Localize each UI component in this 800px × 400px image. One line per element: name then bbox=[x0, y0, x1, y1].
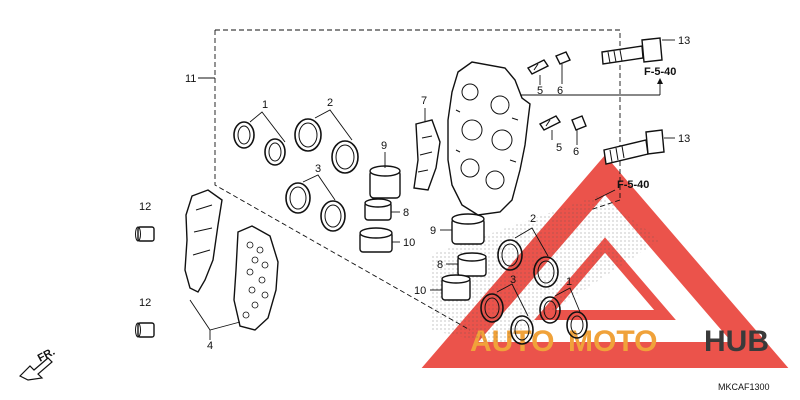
callout-10-upper: 10 bbox=[403, 237, 415, 249]
pad-pin-lower bbox=[135, 322, 155, 338]
callout-10-lower: 10 bbox=[414, 285, 426, 297]
front-label: FR. bbox=[36, 346, 57, 365]
piston-upper bbox=[369, 165, 401, 199]
callout-11: 11 bbox=[185, 73, 196, 85]
callout-3-right: 3 bbox=[510, 274, 516, 286]
piston-ring-8-upper bbox=[364, 198, 392, 221]
callout-13-lower: 13 bbox=[678, 133, 690, 145]
diagram-code: MKCAF1300 bbox=[718, 382, 770, 392]
watermark-text-moto: MOTO bbox=[568, 325, 657, 358]
callout-12-upper: 12 bbox=[139, 201, 151, 213]
callout-9-lower: 9 bbox=[430, 225, 436, 237]
pad-spring bbox=[413, 119, 441, 191]
reference-f-5-40-top: F-5-40 bbox=[644, 66, 676, 78]
callout-9-upper: 9 bbox=[381, 140, 387, 152]
piston-ring-8-lower bbox=[457, 252, 487, 277]
brake-pad-left bbox=[184, 189, 223, 293]
callout-7: 7 bbox=[421, 95, 427, 107]
shaded-area bbox=[430, 195, 660, 345]
bleeder-cap-lower bbox=[571, 115, 587, 131]
callout-4: 4 bbox=[207, 340, 213, 352]
assembly-boundary bbox=[198, 29, 621, 331]
callout-8-upper: 8 bbox=[403, 207, 409, 219]
callout-12-lower: 12 bbox=[139, 297, 151, 309]
callout-1-right: 1 bbox=[566, 276, 572, 288]
callout-5-lower: 5 bbox=[556, 142, 562, 154]
mounting-bolt-lower bbox=[603, 129, 665, 165]
reference-f-5-40-mid: F-5-40 bbox=[617, 179, 649, 191]
callout-5-upper: 5 bbox=[537, 85, 543, 97]
piston-ring-10-lower bbox=[441, 274, 471, 301]
bleeder-valve-lower bbox=[538, 115, 562, 131]
bleeder-cap-upper bbox=[555, 51, 571, 65]
bleeder-valve-upper bbox=[526, 59, 550, 75]
seal-ring-group-left bbox=[233, 118, 359, 232]
caliper-body bbox=[447, 61, 531, 216]
callout-2-right: 2 bbox=[530, 213, 536, 225]
callout-3-left: 3 bbox=[315, 163, 321, 175]
front-arrow-icon bbox=[18, 357, 53, 381]
watermark-text-hub: HUB bbox=[704, 325, 769, 358]
callout-1-top: 1 bbox=[262, 99, 268, 111]
brake-pad-right bbox=[233, 225, 279, 331]
piston-ring-10-upper bbox=[359, 227, 393, 253]
callout-8-lower: 8 bbox=[437, 259, 443, 271]
piston-lower bbox=[451, 213, 485, 245]
mounting-bolt-upper bbox=[601, 37, 663, 65]
callout-2-top: 2 bbox=[327, 97, 333, 109]
callout-6-lower: 6 bbox=[573, 146, 579, 158]
callout-13-upper: 13 bbox=[678, 35, 690, 47]
callout-6-upper: 6 bbox=[557, 85, 563, 97]
pad-pin-upper bbox=[135, 226, 155, 242]
seal-ring-group-right bbox=[480, 239, 588, 345]
